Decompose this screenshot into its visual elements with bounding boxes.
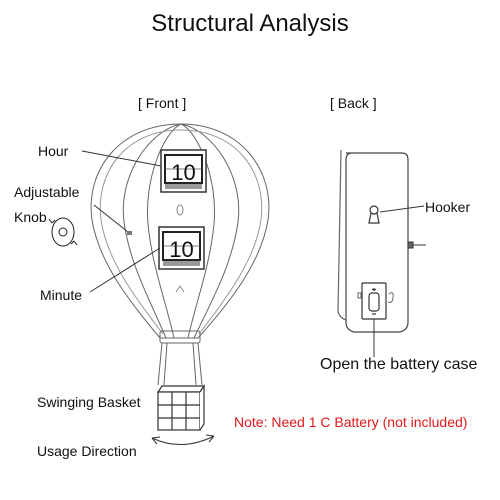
rotate-icon: [48, 217, 78, 247]
hour-flip-display: 10: [160, 149, 207, 193]
battery-note: Note: Need 1 C Battery (not included): [234, 414, 468, 430]
back-panel: [337, 149, 409, 333]
page-title: Structural Analysis: [151, 10, 349, 37]
minute-flip-display: 10: [158, 226, 205, 270]
swinging-basket: [156, 384, 206, 431]
battery-latch-icon: [357, 292, 394, 303]
hooker-leader: [379, 205, 425, 213]
knob-marker: [127, 231, 132, 235]
balloon-envelope: [90, 123, 270, 339]
adjustable-knob-label-line2: Knob: [14, 209, 47, 225]
hour-digits: 10: [171, 160, 195, 185]
side-knob: [407, 241, 426, 249]
minute-digits: 10: [169, 237, 193, 262]
minute-label: Minute: [40, 287, 83, 303]
battery-case-label: Open the battery case: [320, 356, 478, 373]
hour-label: Hour: [38, 143, 69, 159]
back-view-label: [ Back ]: [330, 95, 377, 111]
adjustable-knob-label-line1: Adjustable: [14, 184, 80, 200]
arrow-up-icon: [175, 285, 185, 293]
balloon-throat: [157, 330, 203, 386]
leader-lines: [81, 150, 162, 293]
usage-direction-label: Usage Direction: [37, 443, 137, 459]
hooker-hole: [368, 205, 380, 224]
front-view-label: [ Front ]: [138, 95, 187, 111]
usage-direction-arrow: [151, 434, 215, 446]
center-ornament: [176, 204, 184, 216]
hooker-label: Hooker: [425, 199, 471, 215]
swinging-basket-label: Swinging Basket: [37, 394, 141, 410]
